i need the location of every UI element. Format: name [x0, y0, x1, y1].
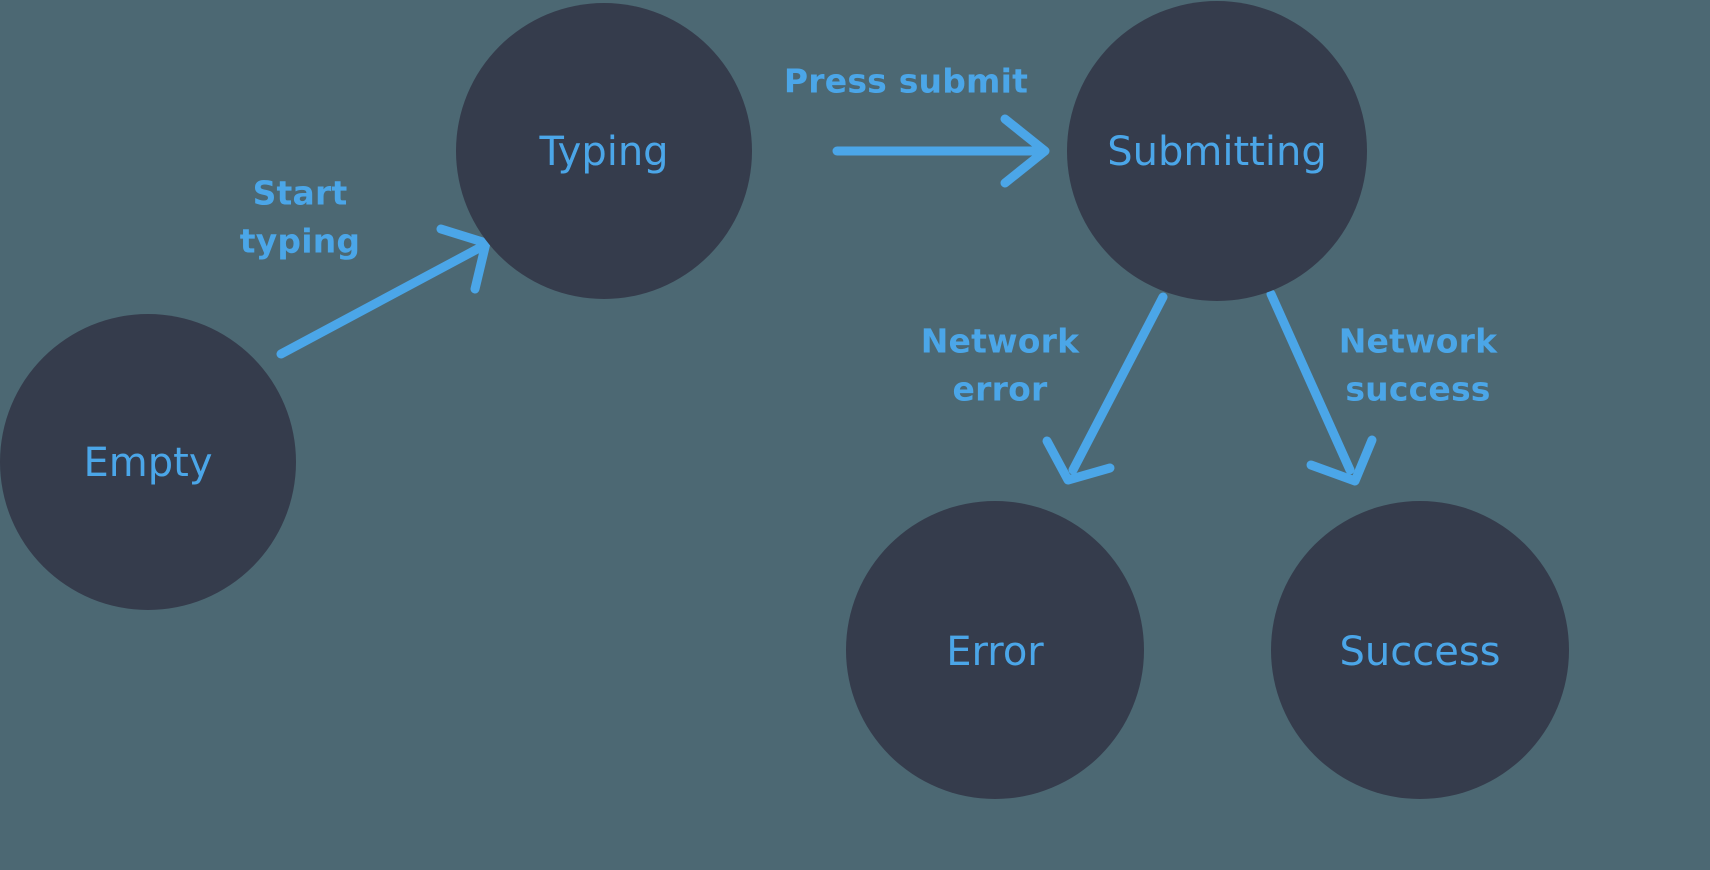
state-node-label: Error — [946, 629, 1044, 675]
edge-submitting-to-success — [1266, 289, 1377, 486]
edge-label-line-2: typing — [240, 222, 361, 261]
edge-label-line-1: Start — [253, 174, 348, 213]
edge-label-line-1: Network — [921, 322, 1080, 361]
edge-label-start-typing: Start typing — [240, 174, 361, 261]
arrowhead-submitting-to-success — [1306, 435, 1377, 486]
state-node-submitting[interactable]: Submitting — [1067, 1, 1367, 301]
state-node-empty[interactable]: Empty — [0, 314, 296, 610]
state-node-circle[interactable] — [456, 3, 752, 299]
arrowhead-typing-to-submitting — [1000, 114, 1050, 188]
edge-label-line-1: Network — [1339, 322, 1498, 361]
edge-label-line-1: Press submit — [784, 62, 1028, 101]
arrowhead-empty-to-typing — [436, 224, 491, 294]
edge-line-empty-to-typing — [276, 241, 488, 359]
edge-submitting-to-error — [1042, 292, 1168, 485]
edge-label-network-success: Network success — [1339, 322, 1498, 409]
edge-label-press-submit: Press submit — [784, 62, 1028, 101]
state-node-error[interactable]: Error — [846, 501, 1144, 799]
arrowhead-submitting-to-error — [1042, 436, 1115, 485]
edge-line-submitting-to-error — [1068, 292, 1168, 475]
edge-label-line-2: success — [1345, 370, 1490, 409]
state-node-typing[interactable]: Typing — [456, 3, 752, 299]
state-node-circle[interactable] — [846, 501, 1144, 799]
state-node-circle[interactable] — [0, 314, 296, 610]
state-node-success[interactable]: Success — [1271, 501, 1569, 799]
state-node-label: Submitting — [1107, 129, 1326, 175]
state-node-label: Success — [1339, 629, 1500, 675]
edge-line-submitting-to-success — [1266, 289, 1355, 475]
state-node-circle[interactable] — [1271, 501, 1569, 799]
edge-label-line-2: error — [953, 370, 1048, 409]
state-node-label: Empty — [84, 440, 213, 486]
edge-empty-to-typing — [276, 224, 491, 359]
state-node-circle[interactable] — [1067, 1, 1367, 301]
state-node-label: Typing — [538, 129, 668, 175]
edge-label-network-error: Network error — [921, 322, 1080, 409]
edge-typing-to-submitting — [832, 114, 1050, 188]
